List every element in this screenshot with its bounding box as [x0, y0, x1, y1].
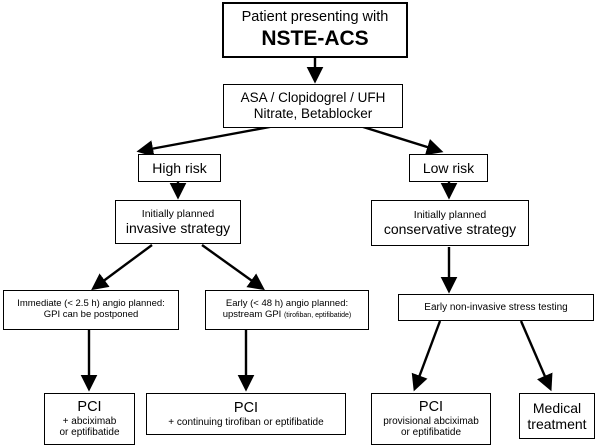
box-pci-left: PCI + abciximab or eptifibatide — [44, 393, 135, 445]
box-medications: ASA / Clopidogrel / UFH Nitrate, Betablo… — [223, 84, 403, 128]
arrow-stress-to-medical — [519, 320, 553, 392]
early-line-2-note: (tirofiban, eptifibatide) — [283, 312, 352, 319]
box-low-risk: Low risk — [409, 154, 488, 182]
arrow-invasive-to-immediate — [91, 244, 153, 291]
box-stress-testing: Early non-invasive stress testing — [398, 294, 594, 321]
medical-line-1: Medical — [532, 399, 582, 416]
early-line-2-main: upstream GPI — [222, 309, 284, 320]
high-risk-label: High risk — [152, 159, 207, 176]
pci-right-line-2: or eptifibatide — [400, 427, 462, 439]
pci-right-title: PCI — [418, 399, 444, 416]
arrow-meds-to-low-risk — [359, 124, 444, 156]
start-line-2: NSTE-ACS — [261, 27, 369, 51]
meds-line-1: ASA / Clopidogrel / UFH — [240, 90, 386, 106]
box-immediate-angio: Immediate (< 2.5 h) angio planned: GPI c… — [3, 290, 179, 330]
box-high-risk: High risk — [138, 154, 221, 182]
box-invasive-strategy: Initially planned invasive strategy — [115, 200, 241, 244]
box-conservative-strategy: Initially planned conservative strategy — [371, 200, 529, 246]
early-line-2: upstream GPI (tirofiban, eptifibatide) — [222, 309, 352, 321]
early-line-1: Early (< 48 h) angio planned: — [225, 298, 349, 310]
conservative-line-2: conservative strategy — [383, 220, 517, 237]
medical-line-2: treatment — [527, 416, 587, 432]
meds-line-2: Nitrate, Betablocker — [253, 106, 373, 121]
box-pci-mid: PCI + continuing tirofiban or eptifibati… — [146, 393, 346, 435]
invasive-line-1: Initially planned — [141, 207, 215, 220]
conservative-line-1: Initially planned — [413, 208, 487, 221]
pci-mid-line-1: + continuing tirofiban or eptifibatide — [168, 416, 324, 428]
box-early-angio: Early (< 48 h) angio planned: upstream G… — [205, 290, 369, 330]
box-medical-treatment: Medical treatment — [519, 393, 595, 439]
arrow-meds-to-high-risk — [136, 124, 276, 157]
pci-left-line-1: + abciximab — [62, 415, 117, 427]
low-risk-label: Low risk — [422, 159, 475, 176]
stress-label: Early non-invasive stress testing — [424, 301, 568, 313]
immediate-line-1: Immediate (< 2.5 h) angio planned: — [17, 298, 165, 310]
pci-right-line-1: provisional abciximab — [383, 415, 479, 427]
arrow-stress-to-pci-right — [411, 320, 442, 392]
pci-left-line-2: or eptifibatide — [59, 427, 120, 439]
pci-mid-title: PCI — [233, 399, 259, 416]
box-pci-right: PCI provisional abciximab or eptifibatid… — [371, 393, 491, 445]
start-line-1: Patient presenting with — [241, 8, 389, 25]
invasive-line-2: invasive strategy — [125, 219, 231, 236]
arrow-invasive-to-early — [201, 244, 265, 291]
box-patient-presenting: Patient presenting with NSTE-ACS — [222, 2, 408, 58]
immediate-line-2: GPI can be postponed — [43, 309, 139, 320]
pci-left-title: PCI — [77, 399, 102, 416]
